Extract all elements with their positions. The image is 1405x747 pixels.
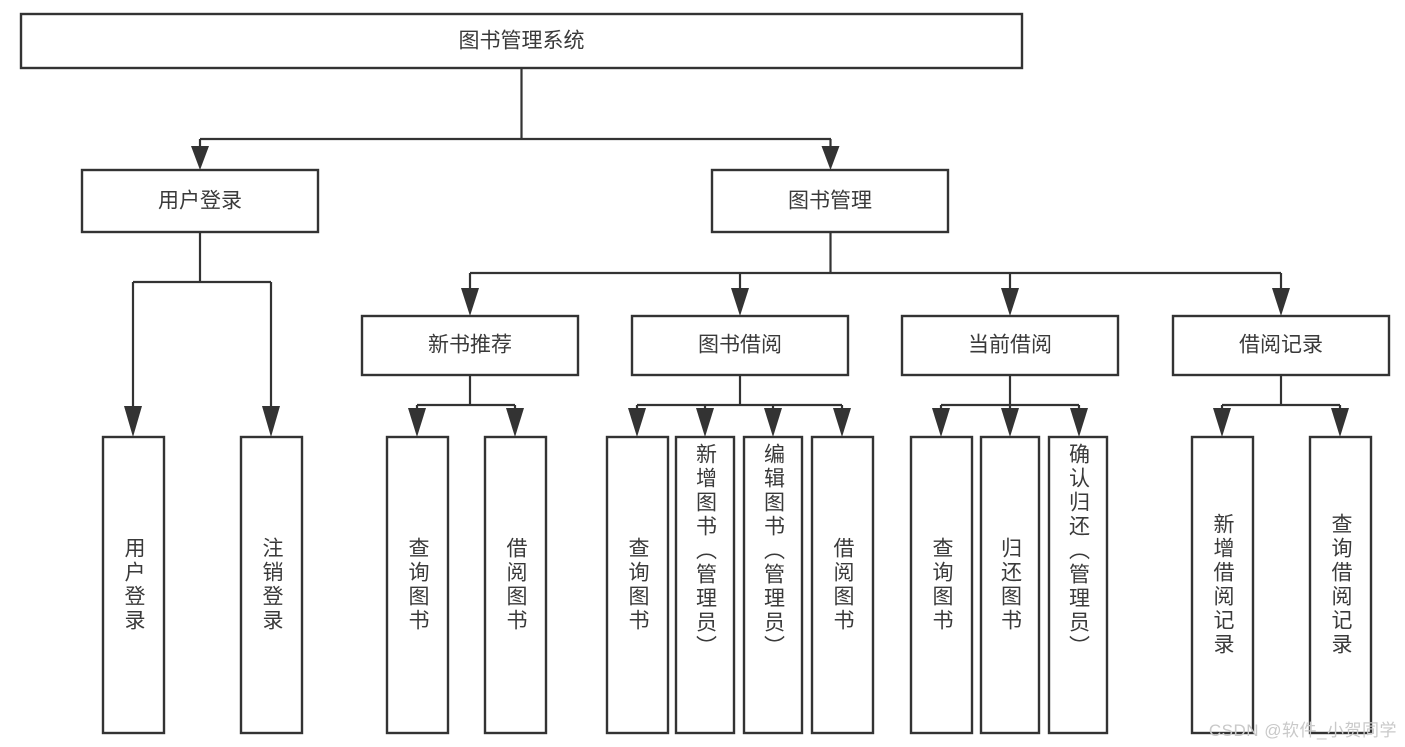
- leaf-box-book-borrow-0[interactable]: [605, 435, 670, 735]
- connector-group-current-borrow: [932, 375, 1088, 437]
- connector-group-user-login: [124, 232, 280, 437]
- leaf-boxes-book-borrow: [605, 435, 875, 735]
- leaf-boxes-current-borrow: [909, 435, 1109, 735]
- leaf-box-borrow-record-1[interactable]: [1308, 435, 1373, 735]
- leaf-box-user-login-1[interactable]: [239, 435, 304, 735]
- node-borrow-record-box[interactable]: [1171, 314, 1391, 377]
- arrow-head-current-borrow-leaf3: [1070, 408, 1088, 437]
- connector-group-book-borrow: [628, 375, 851, 437]
- arrow-head-user-login-leaf1: [124, 406, 142, 437]
- node-root-box[interactable]: [19, 12, 1024, 70]
- arrow-head-book-borrow-leaf1: [628, 408, 646, 437]
- arrow-head-book-borrow: [731, 288, 749, 316]
- node-root[interactable]: [19, 12, 1024, 70]
- node-book-borrow[interactable]: [630, 314, 850, 377]
- connector-group-new-book: [408, 375, 524, 437]
- arrow-head-current-borrow-leaf2: [1001, 408, 1019, 437]
- arrow-head-borrow-record-leaf1: [1213, 408, 1231, 437]
- node-book-borrow-label: 图书借阅: [698, 334, 782, 357]
- node-borrow-record[interactable]: [1171, 314, 1391, 377]
- arrow-head-borrow-record-leaf2: [1331, 408, 1349, 437]
- node-new-book-recommend-box[interactable]: [360, 314, 580, 377]
- connector-group-root: [191, 68, 840, 170]
- leaf-box-new-book-0[interactable]: [385, 435, 450, 735]
- leaf-box-current-borrow-0[interactable]: [909, 435, 974, 735]
- leaf-box-new-book-1[interactable]: [483, 435, 548, 735]
- node-current-borrow-label: 当前借阅: [968, 334, 1052, 357]
- leaf-box-book-borrow-3[interactable]: [810, 435, 875, 735]
- node-current-borrow-box[interactable]: [900, 314, 1120, 377]
- leaf-box-current-borrow-1[interactable]: [979, 435, 1041, 735]
- leaf-boxes-new-book: [385, 435, 548, 735]
- leaf-box-borrow-record-0[interactable]: [1190, 435, 1255, 735]
- leaf-boxes-user-login: [101, 435, 304, 735]
- leaf-box-current-borrow-2[interactable]: [1047, 435, 1109, 735]
- node-book-manage-label: 图书管理: [788, 190, 872, 213]
- arrow-head-new-book-leaf2: [506, 408, 524, 437]
- node-root-label: 图书管理系统: [459, 30, 585, 53]
- node-new-book-recommend-label: 新书推荐: [428, 334, 512, 357]
- arrow-head-user-login-leaf2: [262, 406, 280, 437]
- node-borrow-record-label: 借阅记录: [1239, 334, 1323, 357]
- connector-group-book-manage: [461, 232, 1290, 316]
- leaf-box-book-borrow-2[interactable]: [742, 435, 804, 735]
- node-user-login-label: 用户登录: [158, 190, 242, 213]
- arrow-head-book-borrow-leaf4: [833, 408, 851, 437]
- arrow-head-user-login: [191, 146, 209, 170]
- arrow-head-book-borrow-leaf3: [764, 408, 782, 437]
- arrow-head-current-borrow: [1001, 288, 1019, 316]
- node-book-manage-box[interactable]: [710, 168, 950, 234]
- node-new-book-recommend[interactable]: [360, 314, 580, 377]
- node-book-borrow-box[interactable]: [630, 314, 850, 377]
- node-current-borrow[interactable]: [900, 314, 1120, 377]
- arrow-head-new-book-leaf1: [408, 408, 426, 437]
- node-book-manage[interactable]: [710, 168, 950, 234]
- arrow-head-new-book: [461, 288, 479, 316]
- connector-group-borrow-record: [1213, 375, 1349, 437]
- leaf-box-user-login-0[interactable]: [101, 435, 166, 735]
- arrow-head-borrow-record: [1272, 288, 1290, 316]
- arrow-head-book-borrow-leaf2: [696, 408, 714, 437]
- leaf-box-book-borrow-1[interactable]: [674, 435, 736, 735]
- arrow-head-current-borrow-leaf1: [932, 408, 950, 437]
- csdn-watermark: CSDN @软件_小贺同学: [1208, 721, 1397, 740]
- arrow-head-book-manage: [821, 146, 840, 170]
- leaf-boxes-borrow-record: [1190, 435, 1373, 735]
